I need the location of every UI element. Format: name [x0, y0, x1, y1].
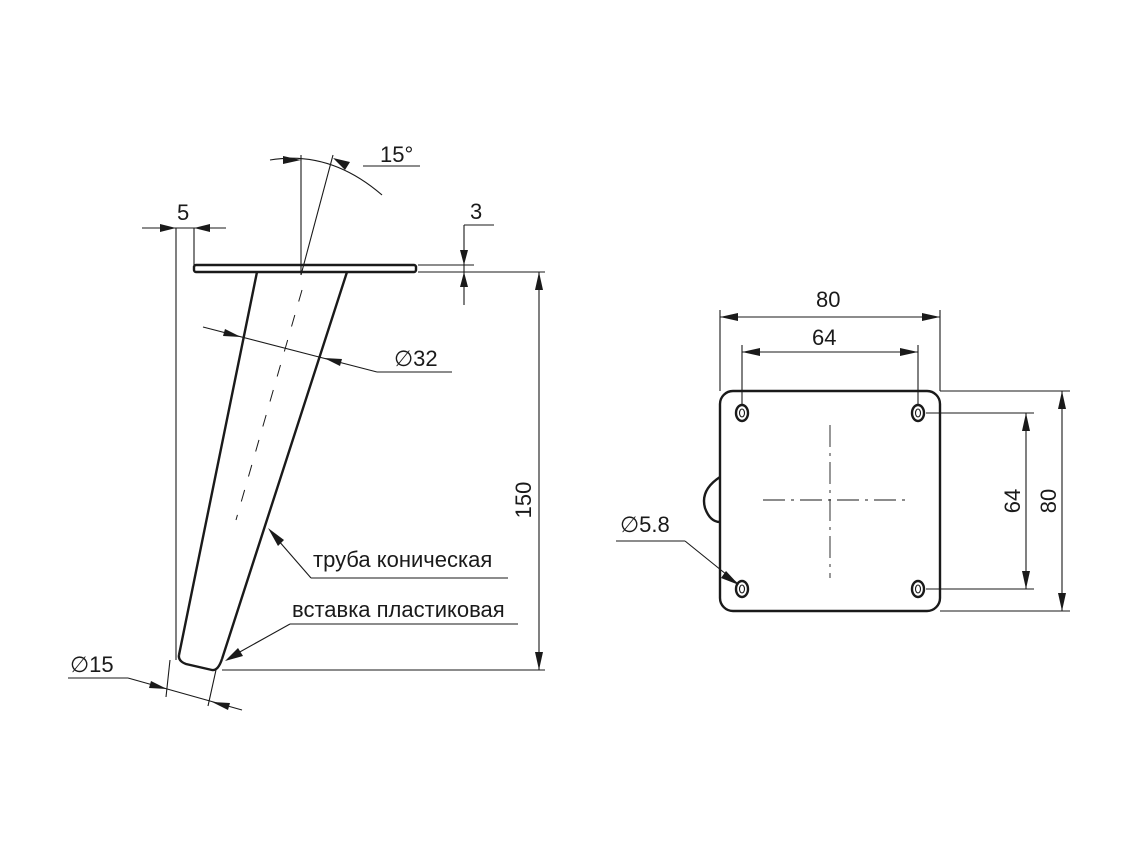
hole-top-left: [734, 403, 750, 423]
width-outer-label: 80: [816, 287, 840, 312]
tube-label: труба коническая: [313, 547, 492, 572]
height-holes-label: 64: [1000, 489, 1025, 513]
flange-thickness-label: 3: [470, 199, 482, 224]
bottom-diameter-label: ∅15: [70, 652, 114, 677]
insert-label: вставка пластиковая: [292, 597, 505, 622]
height-label: 150: [511, 482, 536, 519]
conical-tube: [177, 271, 349, 660]
plate-view: 80 64 64 80 ∅5.8: [616, 287, 1070, 613]
hole-bottom-left: [734, 579, 750, 599]
angle-label: 15°: [380, 142, 413, 167]
hole-bottom-right: [910, 579, 926, 599]
angle-arc: [269, 157, 383, 196]
plastic-insert: [177, 654, 224, 672]
top-diameter-label: ∅32: [394, 346, 438, 371]
plate-tab: [702, 475, 721, 524]
mounting-plate: [718, 389, 942, 613]
height-outer-label: 80: [1036, 489, 1061, 513]
hole-top-right: [910, 403, 926, 423]
flange-offset-label: 5: [177, 200, 189, 225]
side-view: 15° 5 3 150 ∅32 ∅15: [68, 142, 545, 711]
width-holes-label: 64: [812, 325, 836, 350]
hole-diameter-label: ∅5.8: [620, 512, 670, 537]
flange-plate: [192, 263, 418, 274]
